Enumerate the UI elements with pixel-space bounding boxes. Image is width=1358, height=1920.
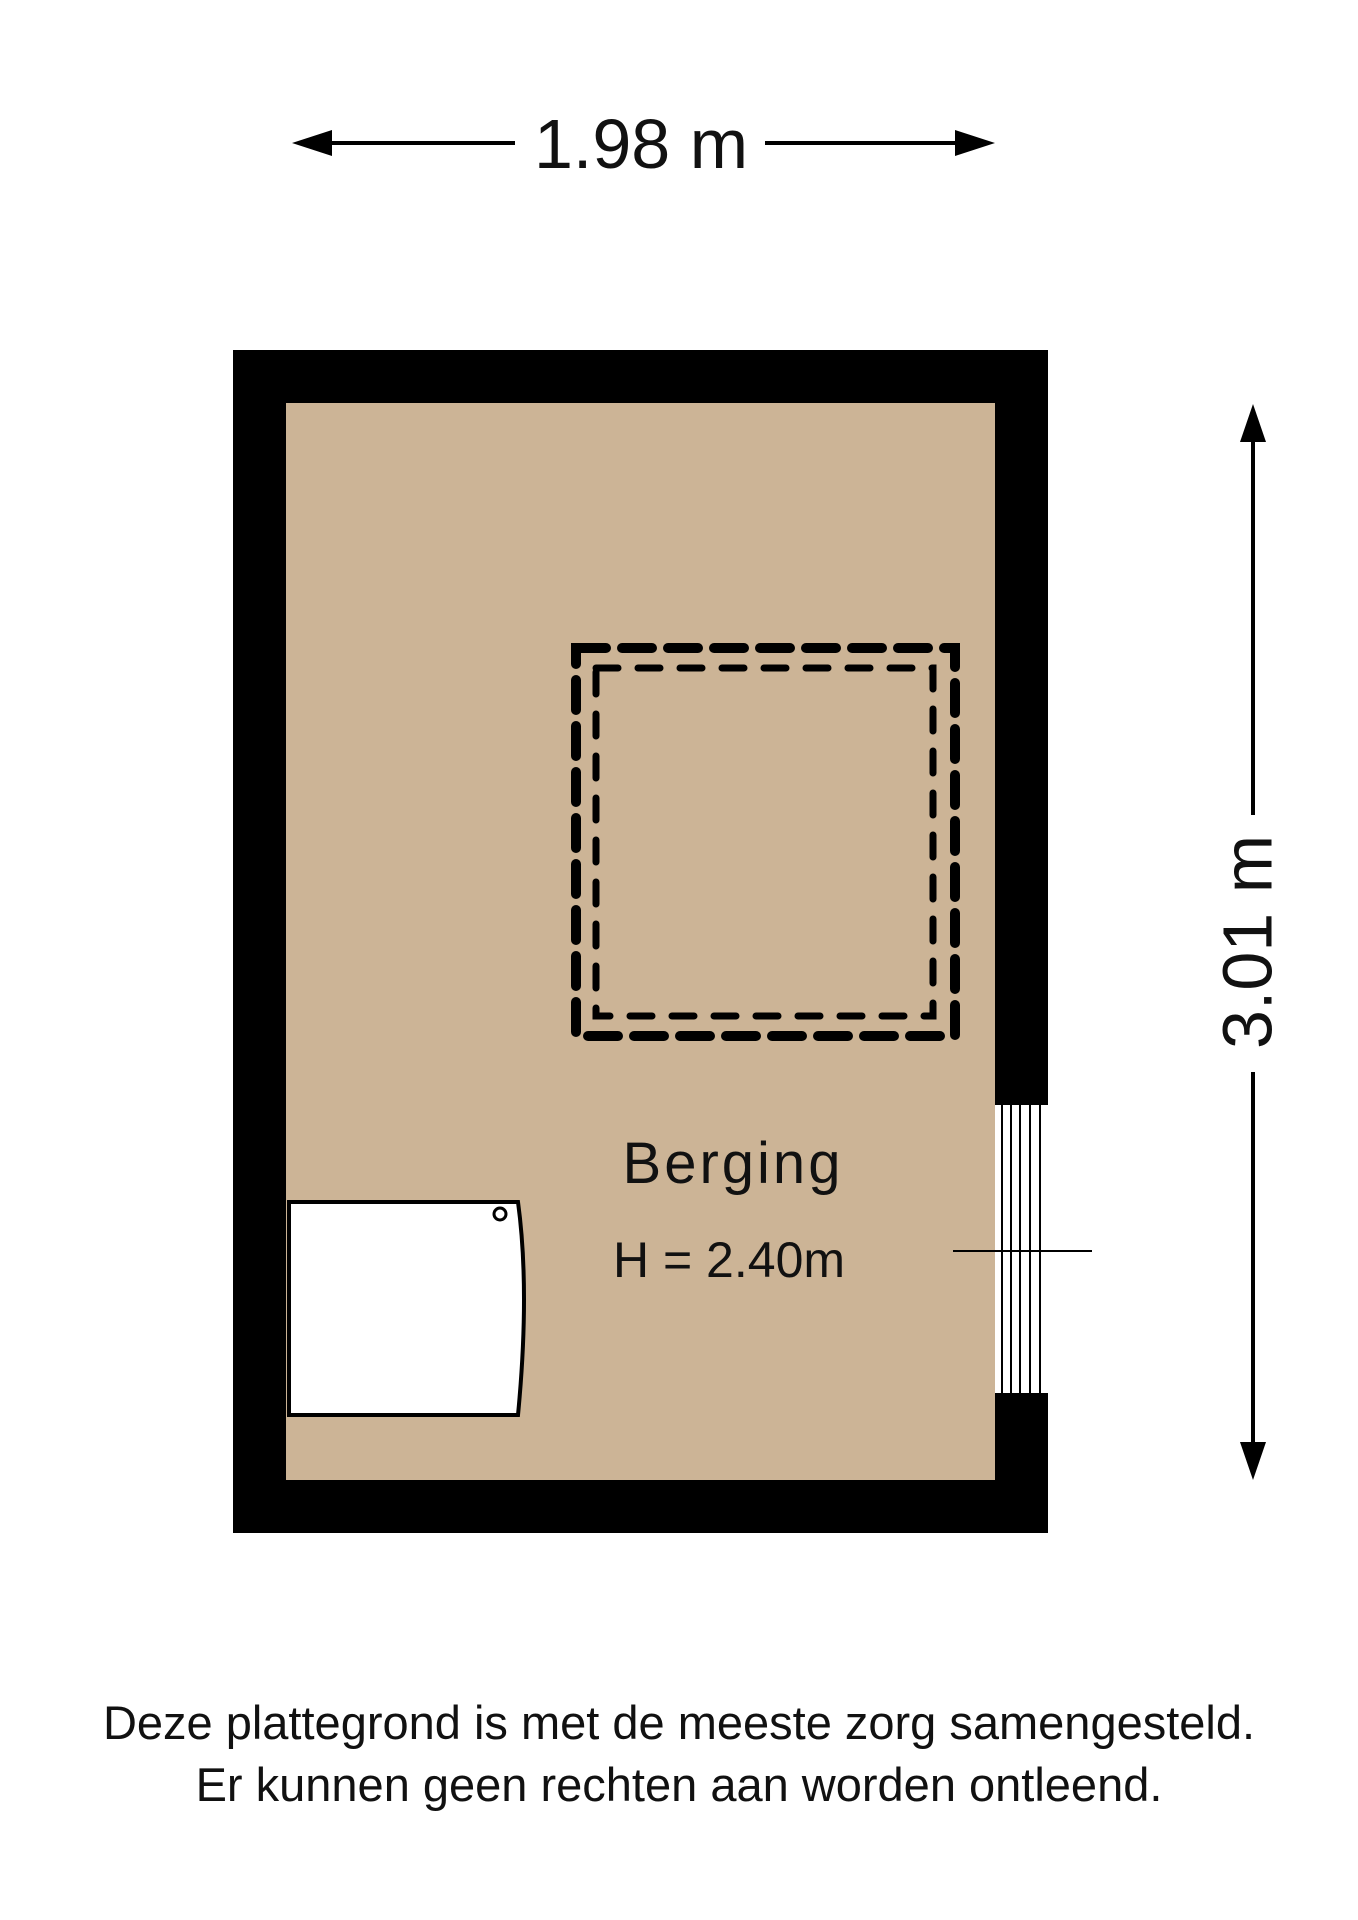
knob-icon bbox=[492, 1206, 508, 1222]
width-dimension: 1.98 m bbox=[292, 105, 995, 183]
down-arrowhead-icon bbox=[1240, 1442, 1266, 1480]
room-height: H = 2.40m bbox=[613, 1232, 845, 1288]
depth-dimension: 3.01 m bbox=[1208, 404, 1286, 1480]
room-name: Berging bbox=[623, 1131, 844, 1196]
disclaimer-line-1: Deze plattegrond is met de meeste zorg s… bbox=[102, 1696, 1256, 1749]
right-arrowhead-icon bbox=[955, 130, 995, 156]
disclaimer-line-2: Er kunnen geen rechten aan worden ontlee… bbox=[195, 1758, 1163, 1811]
depth-label: 3.01 m bbox=[1208, 835, 1286, 1049]
hatch-outline bbox=[571, 643, 960, 1041]
appliance bbox=[287, 1200, 526, 1417]
up-arrowhead-icon bbox=[1240, 404, 1266, 442]
width-label: 1.98 m bbox=[534, 105, 748, 183]
door bbox=[953, 1105, 1092, 1393]
left-arrowhead-icon bbox=[292, 130, 332, 156]
